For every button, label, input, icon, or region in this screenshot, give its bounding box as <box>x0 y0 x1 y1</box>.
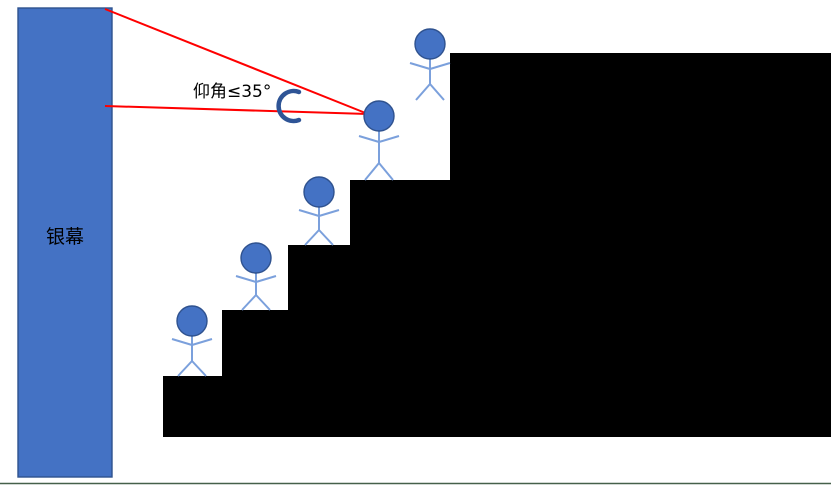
step-1 <box>163 376 222 437</box>
viewer-5-head <box>414 28 446 60</box>
viewer-3-leg-left <box>304 229 320 246</box>
seating-steps <box>163 53 831 437</box>
viewer-3-arm-left <box>298 209 320 217</box>
viewer-5-arm-right <box>429 62 451 70</box>
viewer-2-leg-left <box>241 294 257 311</box>
viewer-2-arm-left <box>235 275 257 283</box>
viewer-5 <box>409 28 451 101</box>
viewer-1-leg-right <box>191 360 207 377</box>
screen-label: 银幕 <box>45 226 84 248</box>
viewer-1-arm-left <box>171 338 193 346</box>
viewer-3-arm-right <box>318 209 340 217</box>
viewer-2-arm-right <box>255 275 277 283</box>
viewer-3 <box>298 176 340 246</box>
viewer-4-arm-right <box>378 135 400 143</box>
viewer-3-head <box>303 176 335 208</box>
viewer-1 <box>171 305 213 377</box>
viewer-1-arm-right <box>191 338 213 346</box>
viewer-4-arm-left <box>358 135 380 143</box>
step-3 <box>288 245 350 437</box>
viewer-1-head <box>176 305 208 337</box>
elevation-angle-arc <box>276 88 302 124</box>
viewer-2-leg-right <box>255 294 271 311</box>
cinema-screen <box>17 7 113 478</box>
viewer-4-leg-right <box>378 162 394 181</box>
step-2 <box>222 310 288 437</box>
elevation-angle-label: 仰角≤35° <box>193 82 272 102</box>
viewer-3-leg-right <box>318 229 334 246</box>
viewer-5-leg-left <box>415 83 431 101</box>
sightline-lower <box>104 105 369 115</box>
step-4 <box>350 180 450 437</box>
sightline-upper <box>104 8 369 115</box>
sightlines <box>104 8 369 115</box>
viewer-2-head <box>240 242 272 274</box>
viewer-4 <box>358 100 400 181</box>
viewer-1-leg-left <box>177 360 193 377</box>
viewer-2 <box>235 242 277 311</box>
viewer-4-head <box>363 100 395 132</box>
step-5 <box>450 53 831 437</box>
viewer-5-arm-left <box>409 62 431 70</box>
viewer-4-leg-left <box>364 162 380 181</box>
viewer-5-leg-right <box>429 83 445 101</box>
